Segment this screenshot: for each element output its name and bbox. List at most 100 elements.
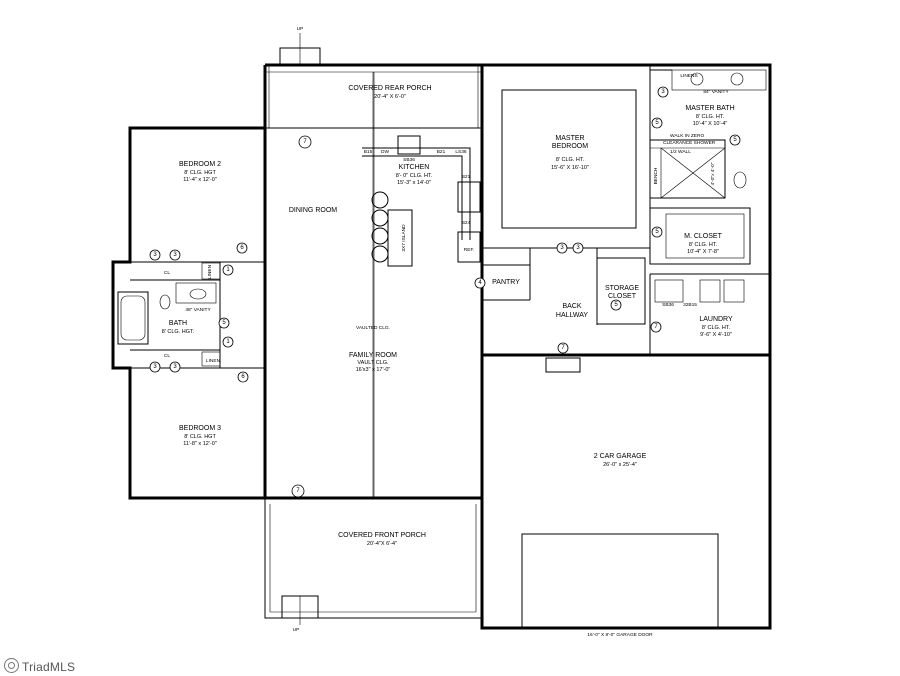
watermark-logo-icon xyxy=(4,658,19,673)
door-tag: 7 xyxy=(557,342,569,354)
up-label-top: UP xyxy=(297,26,304,32)
family-dims: 16'x3" x 17'-0" xyxy=(356,367,391,373)
closet-bottom-label: CL xyxy=(164,353,170,359)
vanity84-label: 84" VANITY xyxy=(703,89,729,95)
svg-text:5: 5 xyxy=(733,137,737,143)
pantry-label: PANTRY xyxy=(492,279,520,286)
bedroom2-name: BEDROOM 2 xyxy=(179,161,221,168)
svg-text:3: 3 xyxy=(560,245,564,251)
bedroom3-dims: 11'-8" x 12'-0" xyxy=(183,441,216,447)
door-tag: 7 xyxy=(291,484,305,498)
rear-porch-name: COVERED REAR PORCH xyxy=(348,85,431,92)
family-clg: VAULT CLG. xyxy=(357,360,389,366)
garage-door-label: 16'-0" X 8'-0" GARAGE DOOR xyxy=(587,632,653,638)
shower-size: 4'-0"x 4'-0" xyxy=(710,162,716,185)
cab-b24: B24 xyxy=(462,220,471,226)
laundry-sb36: SB36 xyxy=(662,302,674,308)
cab-dw: DW xyxy=(381,149,389,155)
cab-b21b: B21 xyxy=(462,174,471,180)
rear-porch-dims: 20'-4" X 6'-0" xyxy=(374,94,406,100)
master-bath-clg: 8' CLG. HT. xyxy=(696,114,725,120)
door-tag: 3 xyxy=(556,242,568,254)
svg-text:1: 1 xyxy=(226,267,230,273)
family-name: FAMILY ROOM xyxy=(349,352,397,359)
kitchen-clg: 8'- 0" CLG. HT. xyxy=(396,173,433,179)
cab-b21: B21 xyxy=(437,149,446,155)
laundry-clg: 8' CLG. HT. xyxy=(702,325,731,331)
master-name: MASTER xyxy=(555,135,584,142)
door-tag: 1 xyxy=(222,264,234,276)
svg-text:5: 5 xyxy=(222,320,226,326)
vanity48-label: 48" VANITY xyxy=(185,307,211,313)
bench-label: BENCH xyxy=(653,167,659,184)
vaulted-label: VAULTED CLG. xyxy=(356,325,390,331)
bedroom3-clg: 8' CLG. HGT xyxy=(184,434,216,440)
kitchen-dims: 15'-3" x 14'-0" xyxy=(397,180,431,186)
cab-sb36: SB36 xyxy=(403,157,415,163)
watermark: TriadMLS xyxy=(4,658,75,674)
master-name2: BEDROOM xyxy=(552,143,588,150)
svg-text:3: 3 xyxy=(153,364,157,370)
bedroom3-name: BEDROOM 3 xyxy=(179,425,221,432)
door-tag: 3 xyxy=(149,249,161,261)
svg-text:5: 5 xyxy=(655,120,659,126)
svg-text:6: 6 xyxy=(241,374,245,380)
cab-ref: REF. xyxy=(464,247,474,253)
m-closet-dims: 10'-4" X 7'-8" xyxy=(687,249,719,255)
interior-walls xyxy=(117,65,770,629)
closet-top-label: CL xyxy=(164,270,170,276)
linen-label: LINEN xyxy=(206,358,221,364)
back-hallway-line2: HALLWAY xyxy=(556,312,588,319)
laundry-w: 32B15 xyxy=(683,302,697,308)
svg-text:3: 3 xyxy=(173,252,177,258)
cab-ls36: LS36 xyxy=(455,149,467,155)
svg-text:1: 1 xyxy=(226,339,230,345)
master-bath-name: MASTER BATH xyxy=(685,105,734,112)
laundry-dims: 9'-6" X 4'-10" xyxy=(700,332,732,338)
master-bath-dims: 10'-4" X 10'-4" xyxy=(693,121,728,127)
bath-clg: 8' CLG. HGT. xyxy=(162,329,195,335)
svg-text:3: 3 xyxy=(173,364,177,370)
svg-text:5: 5 xyxy=(614,302,618,308)
shower-line2: CLEARANCE SHOWER xyxy=(663,140,716,146)
door-tag: 3 xyxy=(657,86,669,98)
svg-text:7: 7 xyxy=(561,345,565,351)
door-tag: 5 xyxy=(218,317,230,329)
front-porch-dims: 20'-4"X 6'-4" xyxy=(367,541,397,547)
m-closet-name: M. CLOSET xyxy=(684,233,722,240)
front-porch-name: COVERED FRONT PORCH xyxy=(338,532,426,539)
linens-label: LINENS xyxy=(680,73,697,79)
rear-porch xyxy=(265,33,482,129)
kitchen-name: KITCHEN xyxy=(399,164,430,171)
door-tag: 3 xyxy=(572,242,584,254)
room-labels: UP COVERED REAR PORCH 20'-4" X 6'-0" BED… xyxy=(162,26,735,638)
svg-text:4: 4 xyxy=(478,280,482,286)
door-tag: 5 xyxy=(651,226,663,238)
svg-text:7: 7 xyxy=(296,488,300,494)
svg-text:6: 6 xyxy=(240,245,244,251)
svg-text:5: 5 xyxy=(655,229,659,235)
door-tag: 4 xyxy=(474,277,486,289)
garage-dims: 26'-0" x 25'-4" xyxy=(603,462,637,468)
half-wall-label: 1/2 WALL xyxy=(670,149,691,155)
garage-name: 2 CAR GARAGE xyxy=(594,453,647,460)
bath-name: BATH xyxy=(169,320,187,327)
island-label: 3X7 ISLAND xyxy=(401,224,407,252)
storage-line2: CLOSET xyxy=(608,293,637,300)
bedroom2-clg: 8' CLG. HGT xyxy=(184,170,216,176)
svg-text:7: 7 xyxy=(303,139,307,145)
door-tag: 3 xyxy=(169,361,181,373)
dining-name: DINING ROOM xyxy=(289,207,337,214)
svg-text:3: 3 xyxy=(576,245,580,251)
svg-text:3: 3 xyxy=(153,252,157,258)
door-tag: 5 xyxy=(610,299,622,311)
m-closet-clg: 8' CLG. HT. xyxy=(689,242,718,248)
svg-text:7: 7 xyxy=(654,324,658,330)
door-tag: 5 xyxy=(729,134,741,146)
door-tag: 5 xyxy=(651,117,663,129)
door-tag: 3 xyxy=(169,249,181,261)
master-dims: 15'-6" X 16'-10" xyxy=(551,165,589,171)
back-hallway-line1: BACK xyxy=(562,303,581,310)
svg-text:3: 3 xyxy=(661,89,665,95)
